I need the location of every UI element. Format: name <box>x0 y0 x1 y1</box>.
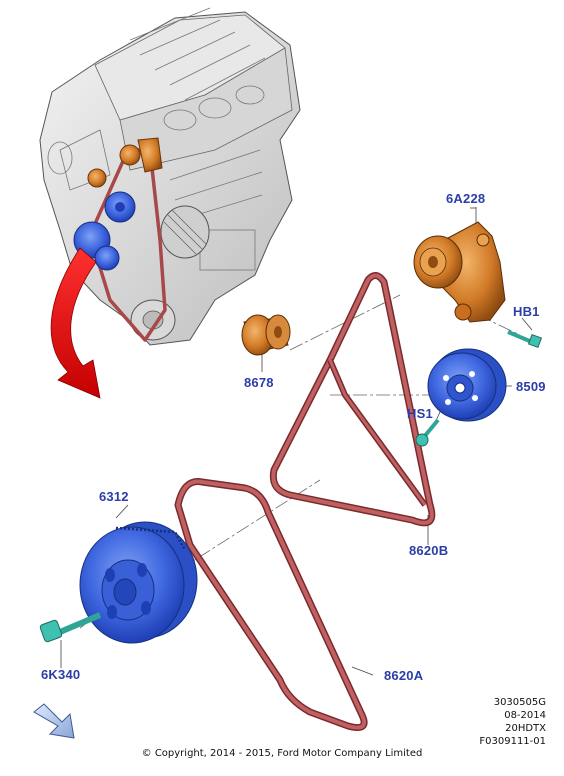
engine-overview <box>39 7 301 346</box>
red-curved-arrow-icon <box>50 247 101 399</box>
bolt-hb1-icon <box>507 330 543 349</box>
label-6k340: 6K340 <box>41 667 81 682</box>
bolt-hs1-icon <box>415 418 440 447</box>
crankshaft-pulley <box>79 521 198 644</box>
meta-line-1: 3030505G <box>493 697 546 708</box>
water-pump-pulley <box>427 348 507 422</box>
label-hs1: HS1 <box>407 406 433 421</box>
label-8620b: 8620B <box>409 543 449 558</box>
bolt-6k340-icon <box>39 612 102 643</box>
label-6a228: 6A228 <box>446 191 486 206</box>
label-8620a: 8620A <box>384 668 424 683</box>
meta-line-4: F0309111-01 <box>479 736 546 747</box>
meta-line-2: 08-2014 <box>504 710 546 721</box>
meta-block: 3030505G 08-2014 20HDTX F0309111-01 <box>479 696 546 748</box>
copyright-text: © Copyright, 2014 - 2015, Ford Motor Com… <box>141 748 423 759</box>
label-8509: 8509 <box>516 379 546 394</box>
view-direction-arrow-icon <box>33 703 75 739</box>
label-8678: 8678 <box>244 375 274 390</box>
idler-pulley <box>241 314 291 356</box>
label-hb1: HB1 <box>513 304 540 319</box>
label-6312: 6312 <box>99 489 129 504</box>
belt-tensioner <box>413 221 506 323</box>
meta-line-3: 20HDTX <box>505 723 546 734</box>
